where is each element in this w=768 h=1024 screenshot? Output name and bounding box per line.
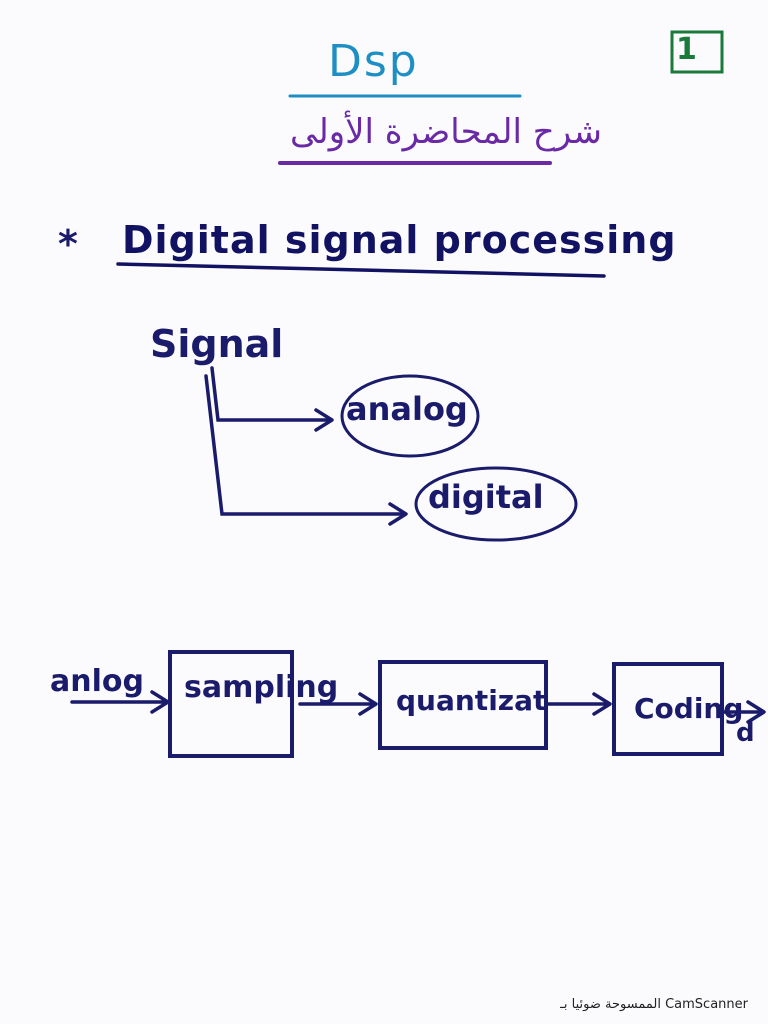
pipeline-stage-quantization: quantizat	[396, 684, 547, 717]
tree-root-label: Signal	[150, 322, 284, 366]
pipeline-output-label: d	[736, 718, 755, 748]
page-title: Dsp	[328, 36, 419, 87]
tree-branch-digital	[204, 374, 406, 516]
arrow-quant-to-coding	[546, 692, 612, 716]
pipeline-input-label: anlog	[50, 664, 144, 699]
quantization-box	[378, 660, 548, 750]
heading-bullet: *	[58, 222, 78, 266]
tree-branch-label-digital: digital	[428, 478, 544, 516]
scanner-watermark: الممسوحة ضوئيا بـ CamScanner	[560, 997, 748, 1012]
heading-underline	[116, 262, 606, 278]
pipeline-stage-sampling: sampling	[184, 670, 339, 705]
digital-circle	[414, 466, 578, 542]
analog-circle	[340, 374, 480, 458]
tree-branch-analog	[210, 366, 332, 422]
coding-box	[612, 662, 724, 756]
page-number: 1	[676, 32, 697, 67]
page-number-box	[670, 30, 724, 74]
section-heading: Digital signal processing	[122, 218, 677, 262]
arrow-coding-to-output	[720, 700, 766, 724]
tree-arrowhead-digital	[388, 502, 408, 526]
page-subtitle: شرح المحاضرة الأولى	[290, 112, 602, 152]
tree-arrowhead-analog	[314, 408, 334, 432]
arrow-sampling-to-quant	[298, 692, 378, 716]
pipeline-stage-coding: Coding	[634, 692, 744, 725]
sampling-box	[168, 650, 294, 758]
tree-branch-label-analog: analog	[346, 390, 468, 428]
